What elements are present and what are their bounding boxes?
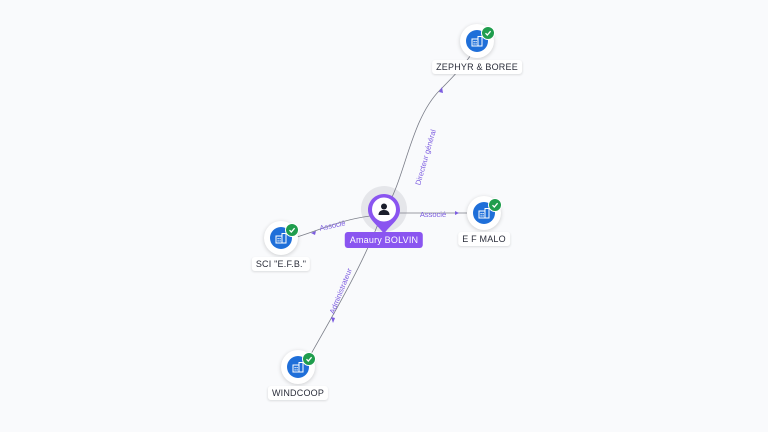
relation-label-zephyr: Directeur général bbox=[413, 128, 438, 186]
check-icon bbox=[481, 26, 495, 40]
company-name-efmalo[interactable]: E F MALO bbox=[458, 232, 510, 246]
check-icon bbox=[285, 223, 299, 237]
arrow-windcoop bbox=[331, 317, 335, 323]
relation-label-windcoop: Administrateur bbox=[327, 267, 354, 316]
person-name-label[interactable]: Amaury BOLVIN bbox=[344, 232, 424, 248]
arrow-efb bbox=[311, 231, 316, 235]
company-name-windcoop[interactable]: WINDCOOP bbox=[267, 386, 329, 400]
company-name-efb[interactable]: SCI "E.F.B." bbox=[251, 257, 311, 271]
arrow-efmalo bbox=[455, 211, 459, 215]
person-icon bbox=[378, 203, 390, 215]
check-icon bbox=[488, 198, 502, 212]
edge-efb bbox=[296, 215, 371, 238]
relation-label-efmalo: Associé bbox=[420, 210, 446, 219]
company-name-zephyr[interactable]: ZEPHYR & BOREE bbox=[432, 60, 522, 74]
arrow-zephyr bbox=[439, 87, 443, 93]
relation-label-efb: Associé bbox=[319, 218, 347, 232]
person-pin-icon bbox=[368, 194, 400, 234]
check-icon bbox=[302, 352, 316, 366]
